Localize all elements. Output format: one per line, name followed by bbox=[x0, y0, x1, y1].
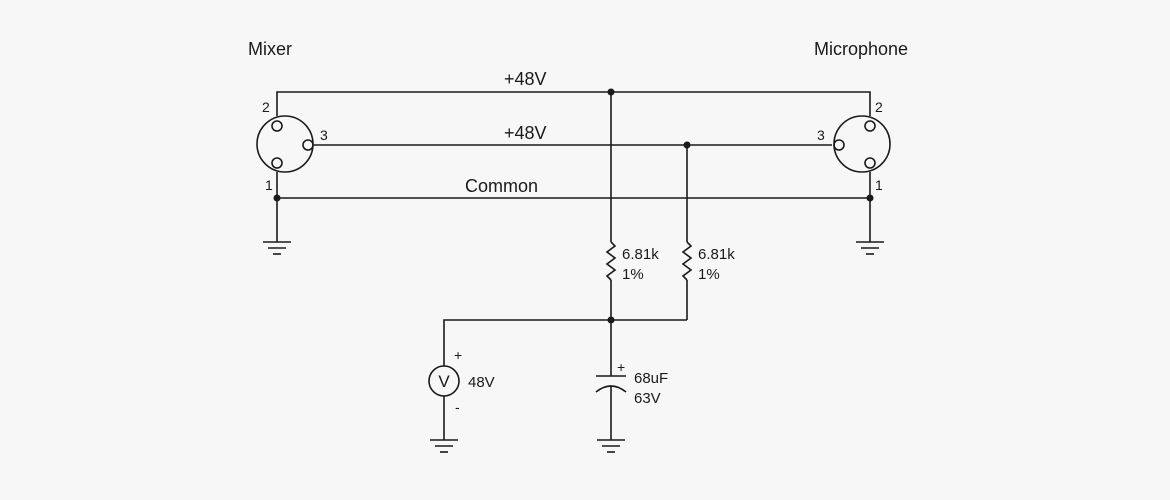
microphone-label: Microphone bbox=[814, 39, 908, 59]
voltage-source: V + - 48V bbox=[428, 347, 495, 453]
wire-bottom-node bbox=[443, 319, 687, 366]
mic-xlr-shell bbox=[833, 115, 891, 173]
mic-pin3-label: 3 bbox=[817, 127, 825, 143]
mixer-xlr-connector: 2 3 1 bbox=[256, 99, 328, 193]
mixer-pin2-label: 2 bbox=[262, 99, 270, 115]
mic-xlr-connector: 2 3 1 bbox=[817, 99, 891, 193]
mixer-ground bbox=[263, 198, 291, 255]
wire-pin2 bbox=[276, 91, 871, 116]
mic-ground bbox=[856, 198, 884, 255]
capacitor-plus: + bbox=[617, 359, 625, 375]
voltage-source-value: 48V bbox=[468, 374, 495, 391]
mixer-pin1-label: 1 bbox=[265, 177, 273, 193]
resistor-1: 6.81k 1% bbox=[605, 92, 659, 320]
resistor-2: 6.81k 1% bbox=[681, 145, 735, 320]
wire-common-label: Common bbox=[465, 176, 538, 196]
mic-pin1-label: 1 bbox=[875, 177, 883, 193]
resistor-2-value: 6.81k bbox=[698, 246, 735, 263]
mic-pin1 bbox=[864, 157, 876, 169]
mixer-pin3 bbox=[302, 139, 314, 151]
resistor-1-tolerance: 1% bbox=[622, 266, 644, 283]
capacitor-value: 68uF bbox=[634, 370, 668, 387]
mic-pin2-label: 2 bbox=[875, 99, 883, 115]
mixer-xlr-shell bbox=[256, 115, 314, 173]
mic-pin2 bbox=[864, 120, 876, 132]
mic-pin3 bbox=[833, 139, 845, 151]
capacitor: + 68uF 63V bbox=[595, 320, 668, 453]
voltage-source-minus: - bbox=[455, 399, 460, 415]
resistor-2-tolerance: 1% bbox=[698, 266, 720, 283]
mixer-pin2 bbox=[271, 120, 283, 132]
wire-common bbox=[276, 172, 871, 199]
junction-common-left bbox=[273, 194, 281, 202]
wire-top-label: +48V bbox=[504, 69, 547, 89]
resistor-1-value: 6.81k bbox=[622, 246, 659, 263]
mixer-pin3-label: 3 bbox=[320, 127, 328, 143]
voltage-source-symbol: V bbox=[438, 372, 450, 391]
mixer-label: Mixer bbox=[248, 39, 292, 59]
capacitor-voltage: 63V bbox=[634, 390, 661, 407]
voltage-source-plus: + bbox=[454, 347, 462, 363]
mixer-pin1 bbox=[271, 157, 283, 169]
junction-common-right bbox=[866, 194, 874, 202]
wire-mid-label: +48V bbox=[504, 123, 547, 143]
